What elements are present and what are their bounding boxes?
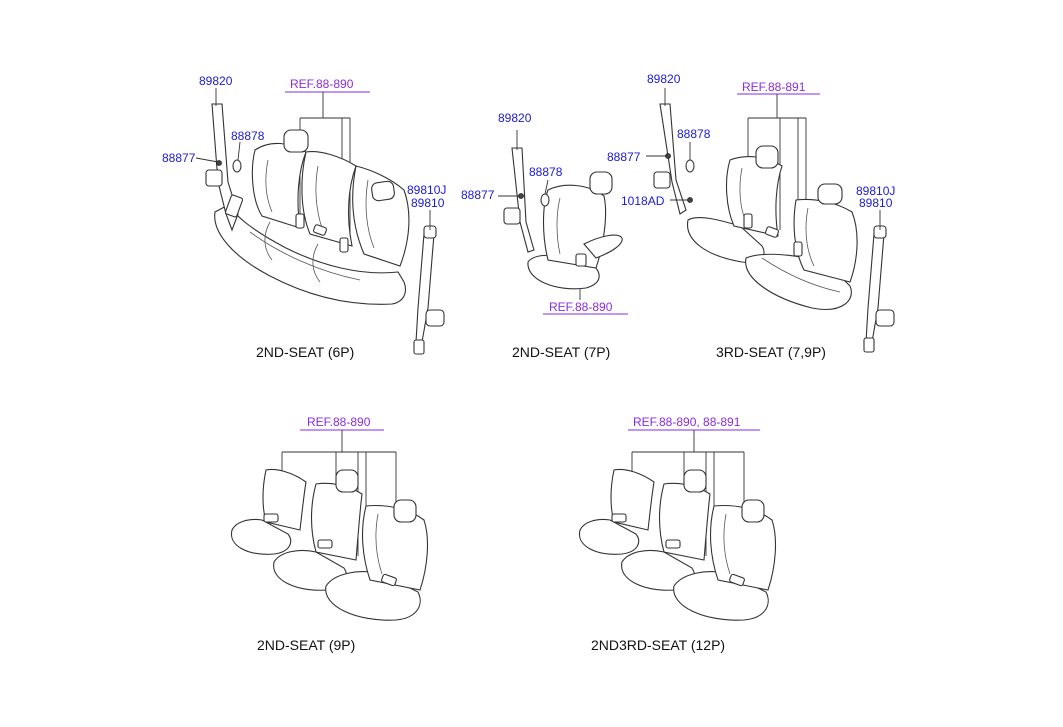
part-89810j-label[interactable]: 89810J	[856, 184, 896, 198]
reference-link[interactable]: REF.88-890	[549, 300, 613, 314]
group-caption: 3RD-SEAT (7,9P)	[716, 344, 826, 360]
seat-assembly-9p	[230, 429, 428, 621]
part-89820-label[interactable]: 89820	[199, 74, 233, 88]
reference-link[interactable]: REF.88-890	[290, 77, 354, 91]
part-88877-label[interactable]: 88877	[162, 151, 196, 165]
part-88878-label[interactable]: 88878	[231, 129, 265, 143]
reference-link[interactable]: REF.88-890	[307, 415, 371, 429]
part-89810-label[interactable]: 89810	[411, 196, 445, 210]
part-88877-label[interactable]: 88877	[461, 188, 495, 202]
part-89820-label[interactable]: 89820	[647, 72, 681, 86]
part-89820-label[interactable]: 89820	[498, 111, 532, 125]
seat-assembly-7p	[498, 130, 628, 315]
reference-link[interactable]: REF.88-890, 88-891	[633, 415, 741, 429]
seat-assembly-12p	[578, 429, 776, 621]
seat-assembly-6p	[195, 88, 445, 355]
part-1018ad-label[interactable]: 1018AD	[621, 194, 665, 208]
group-caption: 2ND-SEAT (7P)	[512, 344, 611, 360]
part-88877-label[interactable]: 88877	[607, 150, 641, 164]
part-89810j-label[interactable]: 89810J	[407, 183, 447, 197]
part-88878-label[interactable]: 88878	[677, 127, 711, 141]
group-caption: 2ND-SEAT (6P)	[256, 344, 355, 360]
part-88878-label[interactable]: 88878	[529, 165, 563, 179]
part-89810-label[interactable]: 89810	[859, 196, 893, 210]
reference-link[interactable]: REF.88-891	[742, 80, 806, 94]
group-caption: 2ND-SEAT (9P)	[257, 637, 356, 653]
seat-assembly-7-9p	[646, 88, 895, 353]
group-caption: 2ND3RD-SEAT (12P)	[591, 637, 726, 653]
